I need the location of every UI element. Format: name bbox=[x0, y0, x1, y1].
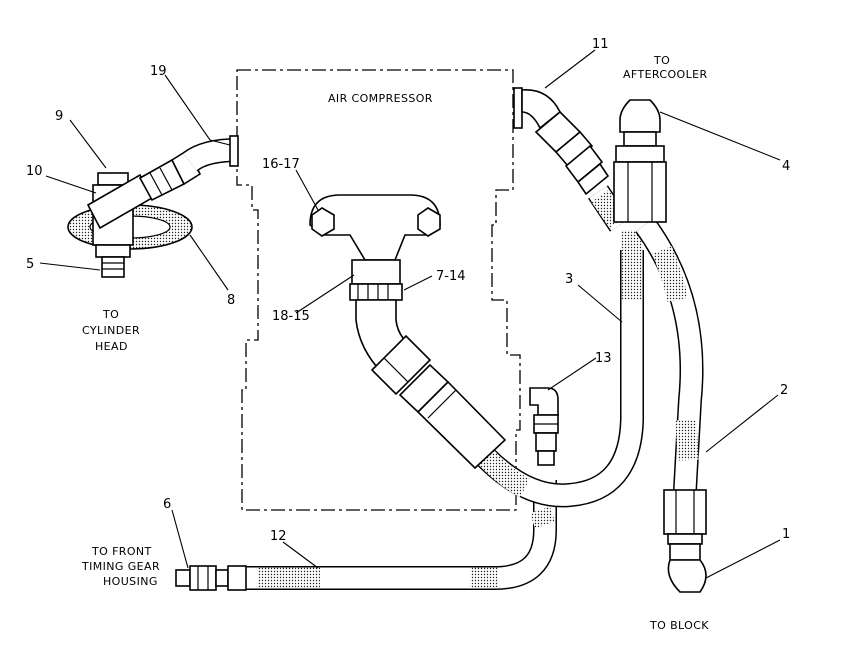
tube-19 bbox=[182, 135, 239, 172]
callout-18-15: 18-15 bbox=[272, 309, 310, 324]
callout-10: 10 bbox=[26, 164, 43, 179]
callout-6: 6 bbox=[163, 497, 171, 512]
callout-2: 2 bbox=[780, 383, 788, 398]
callout-12: 12 bbox=[270, 529, 287, 544]
dest-cylinder-to: TO bbox=[102, 308, 119, 321]
callout-1: 1 bbox=[782, 527, 790, 542]
callout-3: 3 bbox=[565, 272, 573, 287]
hose-12 bbox=[243, 480, 557, 590]
elbow-fitting-11 bbox=[513, 87, 610, 196]
leader-lines bbox=[39, 49, 781, 579]
dest-aftercooler: AFTERCOOLER bbox=[623, 68, 708, 81]
callout-13: 13 bbox=[595, 351, 612, 366]
callout-16-17: 16-17 bbox=[262, 157, 300, 172]
dest-front-housing: HOUSING bbox=[103, 575, 158, 588]
callout-5: 5 bbox=[26, 257, 34, 272]
dest-cylinder-head: HEAD bbox=[95, 340, 128, 353]
hose-3 bbox=[460, 230, 644, 508]
elbow-fitting-13 bbox=[529, 387, 559, 466]
dest-front-gear: TIMING GEAR bbox=[81, 560, 160, 573]
compressor-label: AIR COMPRESSOR bbox=[328, 92, 433, 105]
air-compressor-outline bbox=[236, 69, 521, 511]
aftercooler-fitting-4 bbox=[613, 99, 667, 223]
callout-19: 19 bbox=[150, 64, 167, 79]
dest-front-to: TO FRONT bbox=[91, 545, 152, 558]
callout-9: 9 bbox=[55, 109, 63, 124]
callout-11: 11 bbox=[592, 37, 609, 52]
compressor-outlet-flange bbox=[309, 194, 441, 301]
dest-block: TO BLOCK bbox=[649, 619, 709, 632]
callout-8: 8 bbox=[227, 293, 235, 308]
block-fitting-1 bbox=[663, 489, 707, 593]
hose-2 bbox=[635, 217, 704, 491]
dest-cylinder: CYLINDER bbox=[82, 324, 140, 337]
callout-7-14: 7-14 bbox=[436, 269, 466, 284]
front-timing-fitting-6 bbox=[175, 565, 247, 591]
tee-fitting-10 bbox=[86, 148, 202, 230]
callout-4: 4 bbox=[782, 159, 790, 174]
dest-aftercooler-to: TO bbox=[653, 54, 670, 67]
compressor-outlet-elbow bbox=[355, 299, 507, 470]
